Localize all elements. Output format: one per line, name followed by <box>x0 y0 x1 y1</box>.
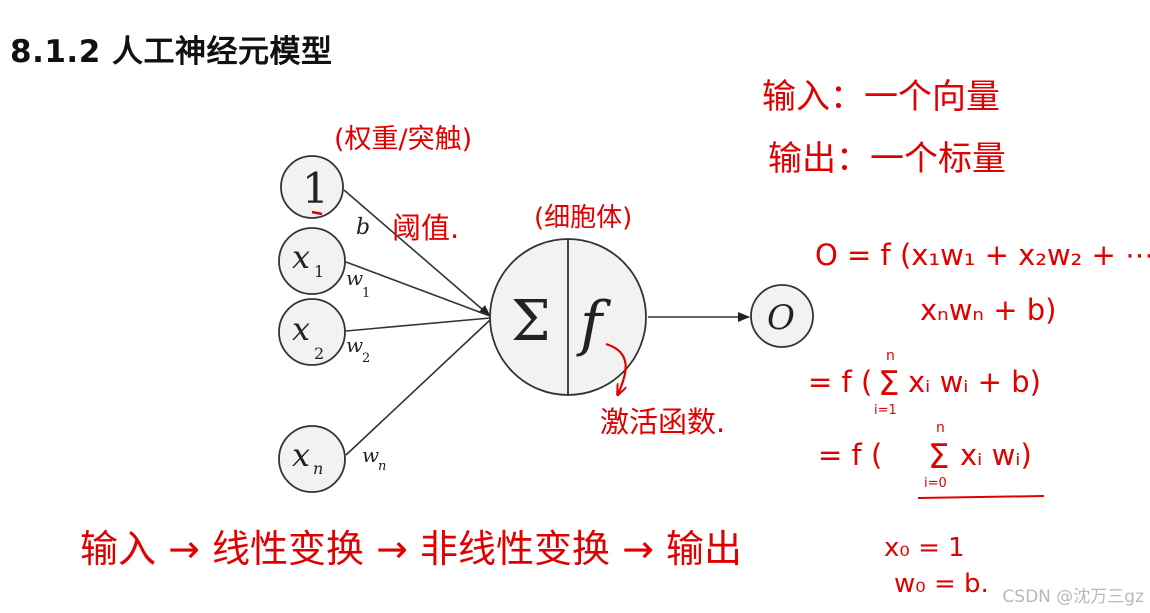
sum-upper-2: n <box>886 348 895 364</box>
neuron-sum-symbol: Σ <box>511 289 551 354</box>
weight-sub-wn: n <box>378 459 386 474</box>
formula-line-1b: xₙwₙ + b) <box>920 293 1056 327</box>
sigma-2: Σ <box>878 364 899 404</box>
connection-xn <box>345 319 491 456</box>
formula-line-2-prefix: = f ( <box>808 365 872 399</box>
input-node-x2 <box>278 298 346 366</box>
formula-line-1a: O = f (x₁w₁ + x₂w₂ + ⋯ <box>815 238 1150 272</box>
output-scalar-note: 输出：一个标量 <box>768 139 1006 179</box>
input-sub-x2: 2 <box>314 344 324 363</box>
formula-line-3-prefix: = f ( <box>818 438 882 472</box>
output-label: O <box>767 298 795 338</box>
formula-underline <box>917 495 1045 499</box>
activation-arrow <box>605 342 627 394</box>
sum-upper-3: n <box>936 420 945 436</box>
output-node <box>750 284 814 348</box>
cell-body-annotation: (细胞体) <box>534 203 632 233</box>
sigma-3: Σ <box>928 437 949 477</box>
weight-annotation: (权重/突触) <box>334 124 472 155</box>
weight-sub-w1: 1 <box>362 286 370 301</box>
input-label-x2: x <box>292 310 310 348</box>
weight-label-wn: w <box>362 443 379 467</box>
input-node-x1 <box>278 227 346 295</box>
weight-label-w1: w <box>346 266 363 290</box>
input-label-xn: x <box>292 436 310 474</box>
input-vector-note: 输入：一个向量 <box>762 77 1000 117</box>
input-node-xn <box>278 425 346 493</box>
connection-x1 <box>345 261 491 317</box>
bias-annotation: 阈值. <box>392 211 459 245</box>
weight-sub-w2: 2 <box>362 351 370 366</box>
pipeline-note: 输入 → 线性变换 → 非线性变换 → 输出 <box>80 527 742 571</box>
connection-bias <box>343 189 491 317</box>
weight-label-w2: w <box>346 333 363 357</box>
w0-note: w₀ = b. <box>894 569 989 599</box>
input-node-bias <box>280 155 344 219</box>
formula-line-2-body: xᵢ wᵢ + b) <box>908 365 1041 399</box>
connection-x2 <box>345 317 491 332</box>
sum-lower-3: i=0 <box>924 476 947 491</box>
watermark: CSDN @沈万三gz <box>1002 587 1144 607</box>
input-sub-x1: 1 <box>314 262 324 281</box>
weight-label-b: b <box>356 215 370 240</box>
formula-line-3-body: xᵢ wᵢ) <box>960 438 1032 472</box>
input-label-x1: x <box>292 238 310 276</box>
x0-note: x₀ = 1 <box>884 533 965 563</box>
sum-lower-2: i=1 <box>874 403 897 418</box>
input-label-bias: 1 <box>302 164 329 213</box>
activation-annotation: 激活函数. <box>600 405 725 439</box>
input-sub-xn: n <box>313 459 323 478</box>
bias-underline-mark <box>311 210 323 216</box>
page-title: 8.1.2 人工神经元模型 <box>10 34 333 70</box>
